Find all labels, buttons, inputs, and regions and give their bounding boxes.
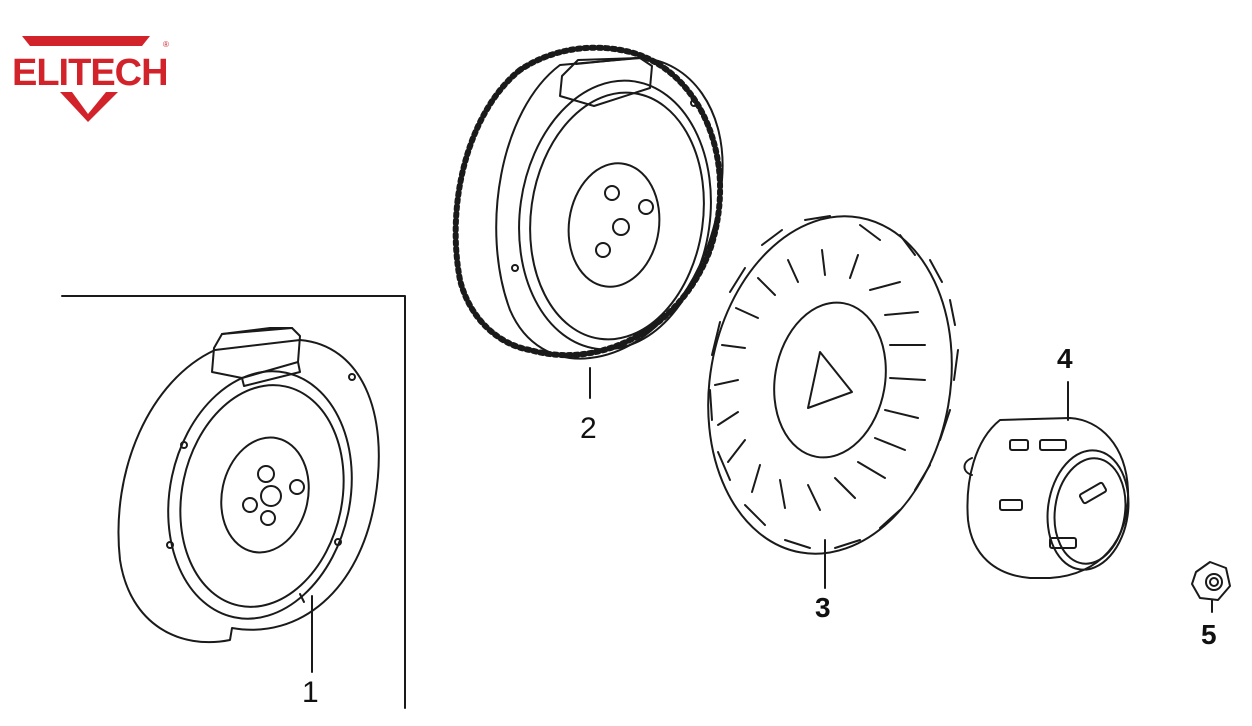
- callout-3: 3: [815, 592, 831, 623]
- callout-1: 1: [302, 676, 319, 709]
- part-1-flywheel: [117, 327, 380, 673]
- callout-5: 5: [1201, 619, 1217, 650]
- callout-4: 4: [1057, 343, 1073, 374]
- part-2-flywheel-ring-gear: [452, 44, 724, 399]
- callout-2: 2: [580, 412, 597, 445]
- brand-name: ELITECH: [12, 52, 169, 94]
- registered-mark: ®: [163, 40, 169, 49]
- part-5-nut: [1191, 561, 1231, 613]
- part-4-starter-cup: [963, 381, 1130, 579]
- part-3-cooling-fan: [707, 215, 959, 589]
- inset-frame: [61, 295, 406, 709]
- elitech-logo-mark: [22, 36, 150, 122]
